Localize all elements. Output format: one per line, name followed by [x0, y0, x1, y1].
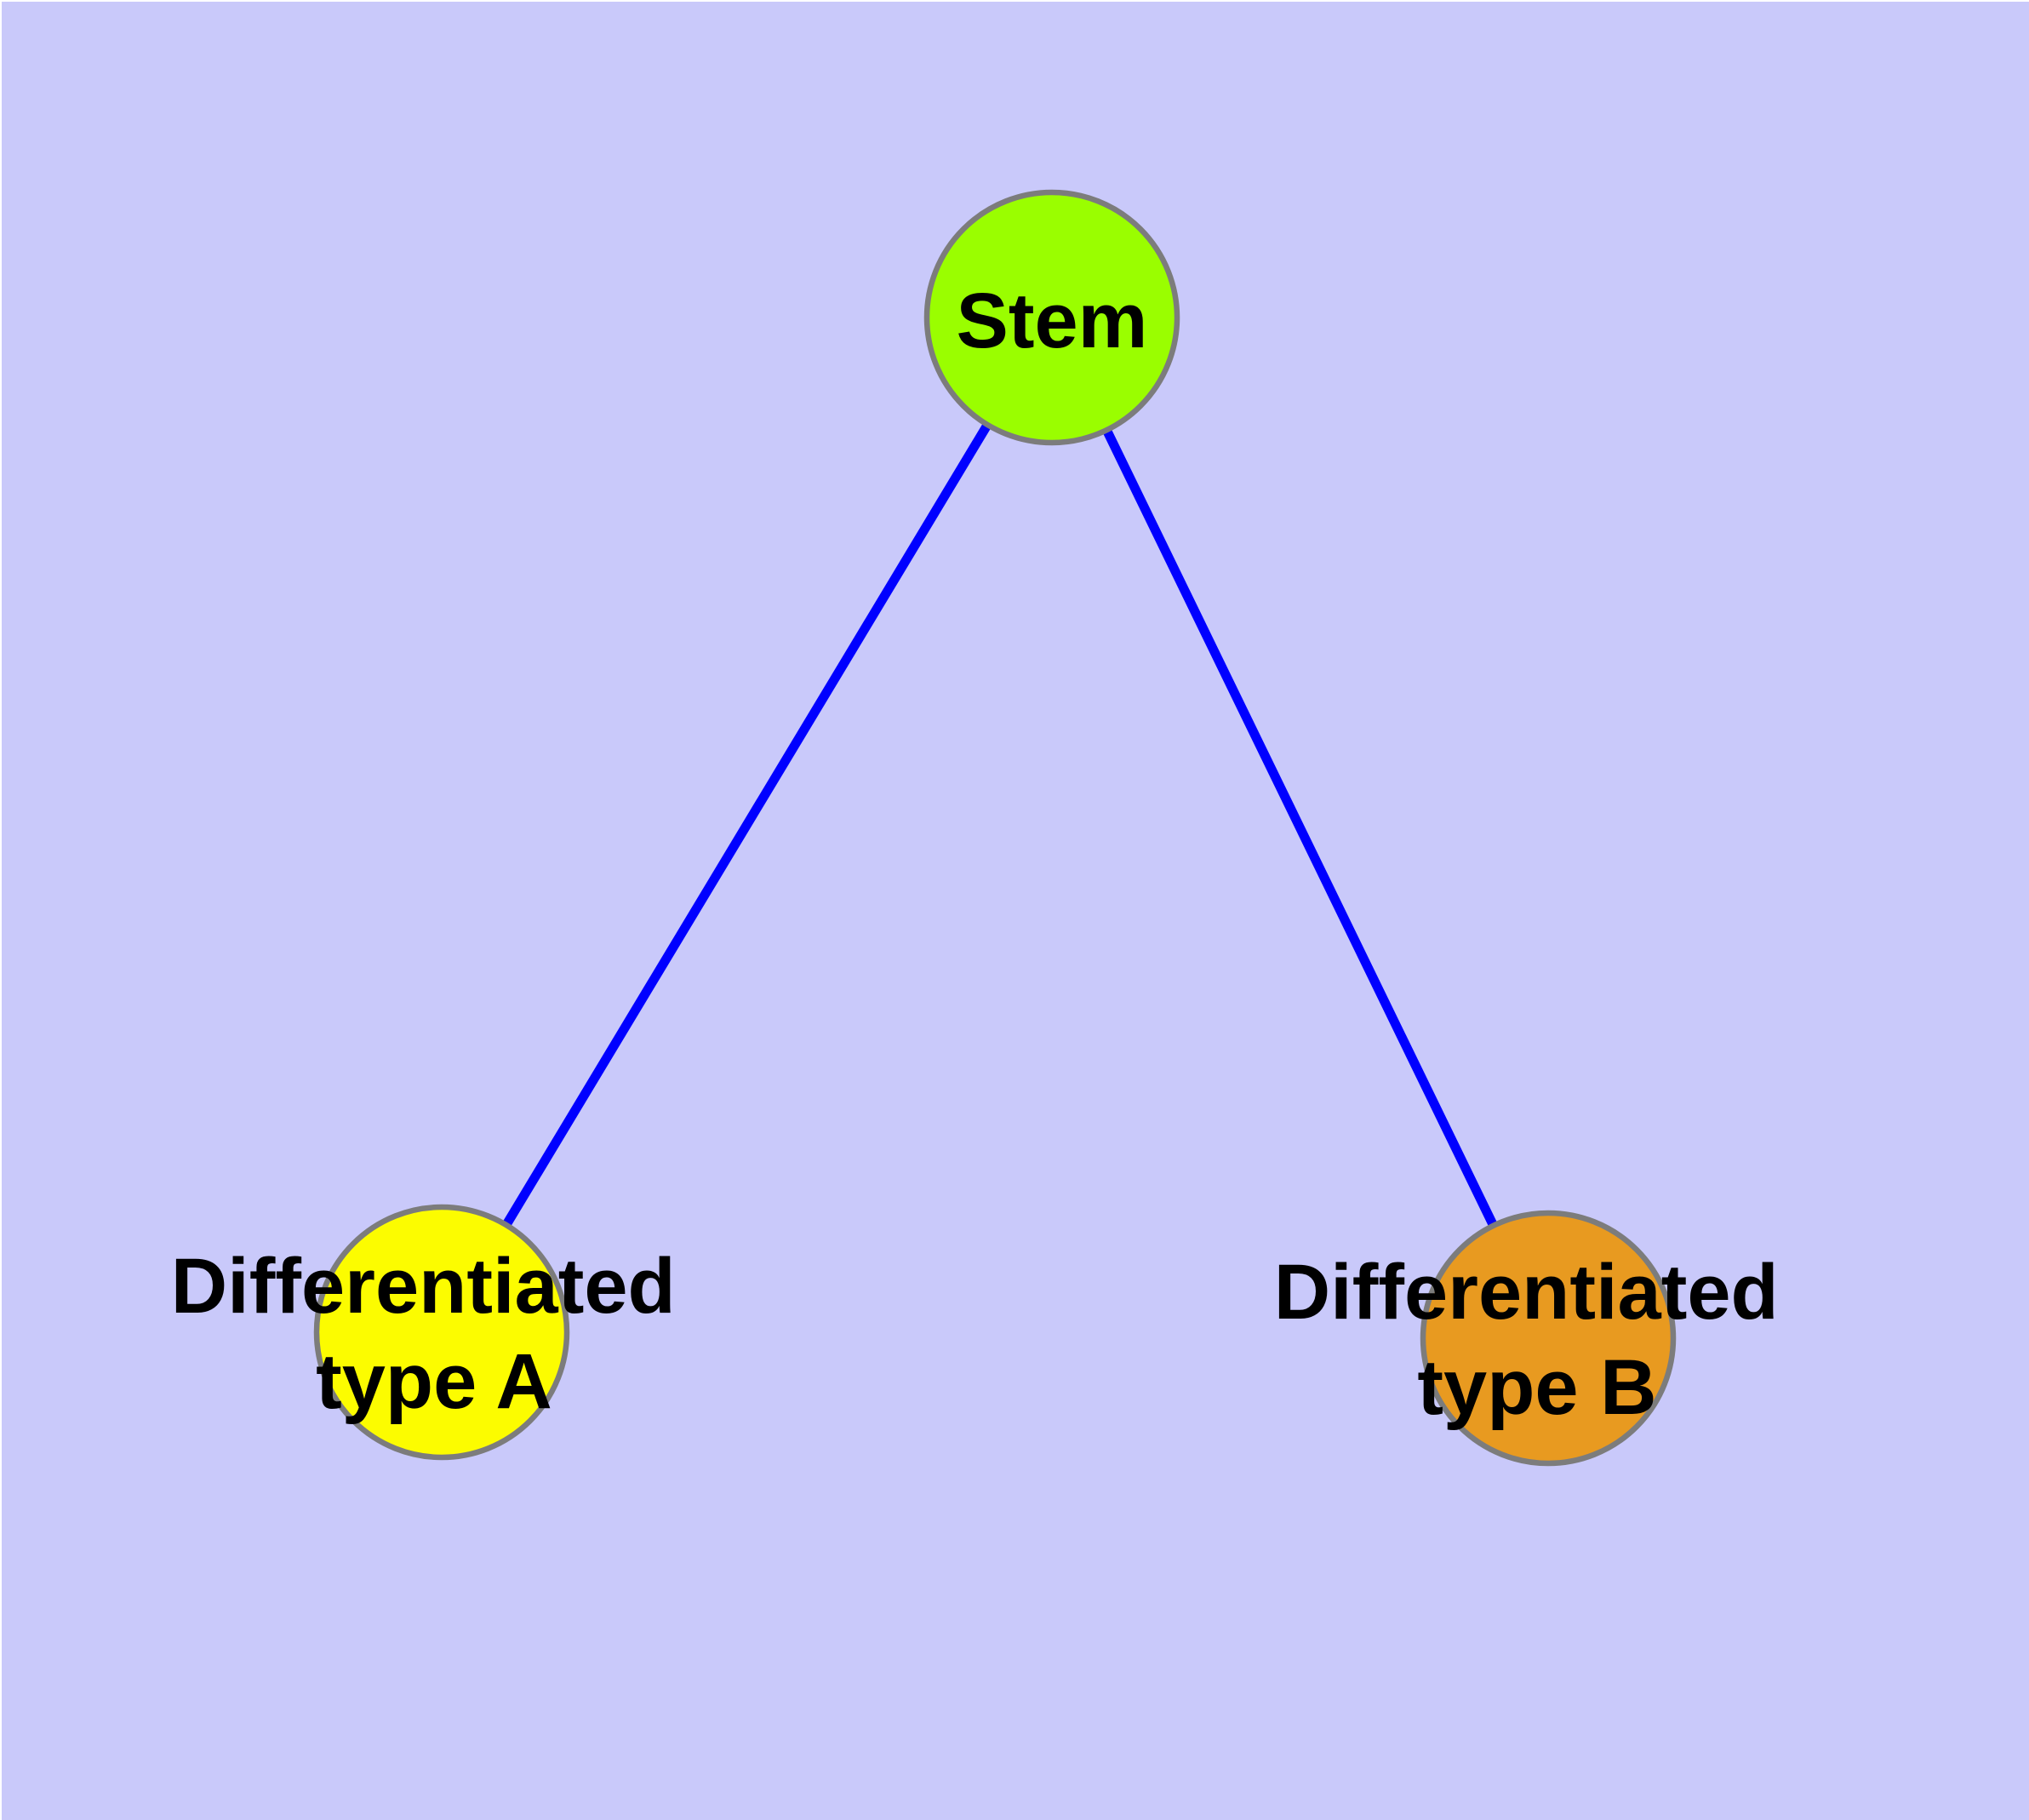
stem-node-label: Stem	[957, 278, 1148, 364]
type-b-node-label: Differentiated type B	[1274, 1249, 1801, 1431]
type-a-label-line1: Differentiated	[171, 1243, 676, 1330]
edge-stem-to-type-a	[437, 315, 1056, 1335]
stem-node	[923, 189, 1180, 446]
type-a-label-line2: type A	[316, 1338, 552, 1425]
edge-stem-to-type-b	[1048, 315, 1552, 1341]
type-a-node	[313, 1204, 570, 1461]
type-b-label-line1: Differentiated	[1274, 1249, 1779, 1336]
type-b-label-line2: type B	[1417, 1344, 1656, 1431]
type-a-node-label: Differentiated type A	[171, 1243, 698, 1425]
type-b-node	[1420, 1210, 1677, 1467]
